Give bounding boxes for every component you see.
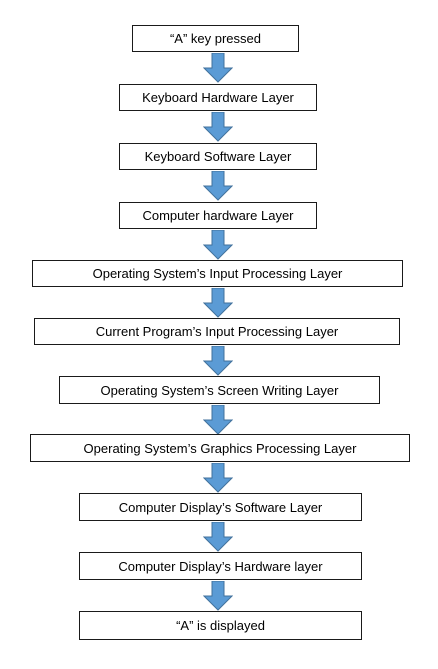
down-arrow-icon <box>203 53 233 83</box>
step-display-software-layer: Computer Display’s Software Layer <box>79 493 362 521</box>
down-arrow-icon <box>203 522 233 552</box>
down-arrow-icon <box>203 405 233 435</box>
step-keyboard-hardware-layer: Keyboard Hardware Layer <box>119 84 317 111</box>
step-computer-hardware-layer: Computer hardware Layer <box>119 202 317 229</box>
down-arrow-icon <box>203 230 233 260</box>
down-arrow-icon <box>203 346 233 376</box>
step-program-input-processing-layer: Current Program’s Input Processing Layer <box>34 318 400 345</box>
down-arrow-icon <box>203 581 233 611</box>
step-os-graphics-processing-layer: Operating System’s Graphics Processing L… <box>30 434 410 462</box>
step-a-is-displayed: “A” is displayed <box>79 611 362 640</box>
step-os-screen-writing-layer: Operating System’s Screen Writing Layer <box>59 376 380 404</box>
down-arrow-icon <box>203 288 233 318</box>
down-arrow-icon <box>203 171 233 201</box>
step-keyboard-software-layer: Keyboard Software Layer <box>119 143 317 170</box>
down-arrow-icon <box>203 112 233 142</box>
step-display-hardware-layer: Computer Display’s Hardware layer <box>79 552 362 580</box>
down-arrow-icon <box>203 463 233 493</box>
step-os-input-processing-layer: Operating System’s Input Processing Laye… <box>32 260 403 287</box>
step-a-key-pressed: “A” key pressed <box>132 25 299 52</box>
